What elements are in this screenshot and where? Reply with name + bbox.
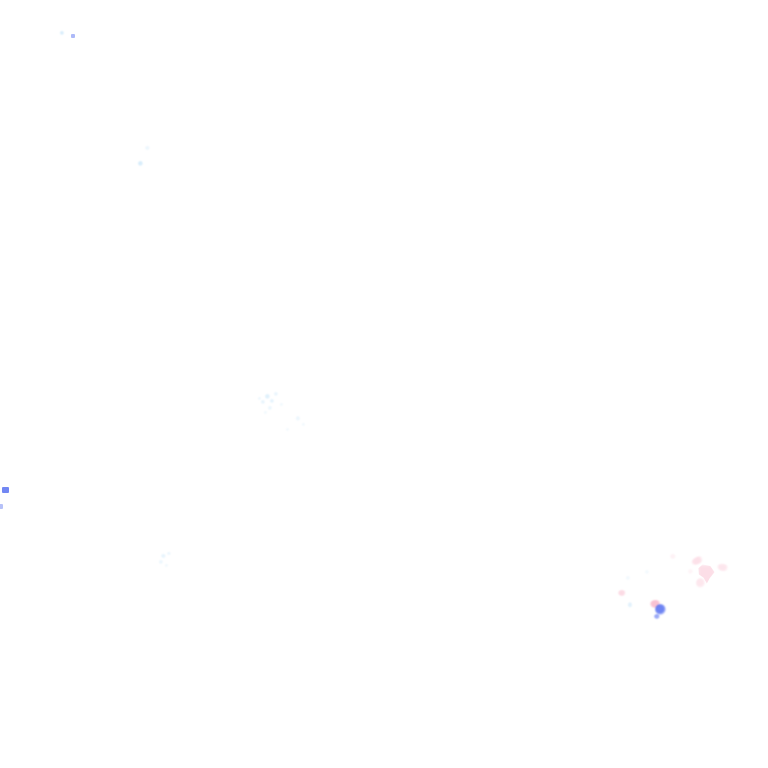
- faint-cyan-dots-mark: [285, 427, 289, 431]
- faint-cyan-dots-mark: [645, 570, 649, 574]
- blue-markers-mark: [0, 503, 3, 509]
- faint-cyan-dots-mark: [60, 31, 64, 35]
- pink-landmass-mark: [618, 590, 626, 596]
- faint-cyan-dots-mark: [159, 560, 163, 564]
- faint-cyan-dots-mark: [144, 146, 150, 150]
- faint-cyan-dots-mark: [264, 393, 270, 399]
- faint-cyan-dots-mark: [164, 563, 168, 567]
- pink-landmass-mark: [716, 562, 730, 572]
- pink-landmass-mark: [695, 578, 705, 588]
- faint-cyan-dots-mark: [137, 160, 143, 166]
- faint-cyan-dots-mark: [263, 410, 267, 414]
- faint-cyan-dots-mark: [626, 576, 630, 580]
- pink-landmass-mark: [689, 553, 705, 567]
- blue-markers-mark: [1, 487, 9, 493]
- faint-cyan-dots-mark: [167, 551, 171, 555]
- pink-landmass-mark: [687, 568, 693, 574]
- faint-cyan-dots-mark: [628, 602, 632, 608]
- blue-markers-mark: [654, 613, 660, 619]
- faint-cyan-dots-mark: [301, 422, 305, 426]
- faint-cyan-dots-mark: [279, 402, 283, 406]
- faint-cyan-dots-mark: [261, 400, 265, 404]
- pink-landmass-mark: [698, 564, 715, 584]
- blue-markers-mark: [71, 34, 75, 38]
- faint-cyan-dots-mark: [268, 406, 272, 410]
- blue-markers-mark: [654, 603, 666, 615]
- faint-cyan-dots-mark: [296, 415, 300, 421]
- faint-cyan-dots-mark: [160, 554, 166, 558]
- pink-landmass-mark: [649, 600, 661, 608]
- faint-cyan-dots-mark: [270, 399, 274, 403]
- pink-landmass-mark: [670, 553, 676, 559]
- faint-cyan-dots-mark: [257, 396, 261, 400]
- faint-cyan-dots-mark: [274, 392, 278, 396]
